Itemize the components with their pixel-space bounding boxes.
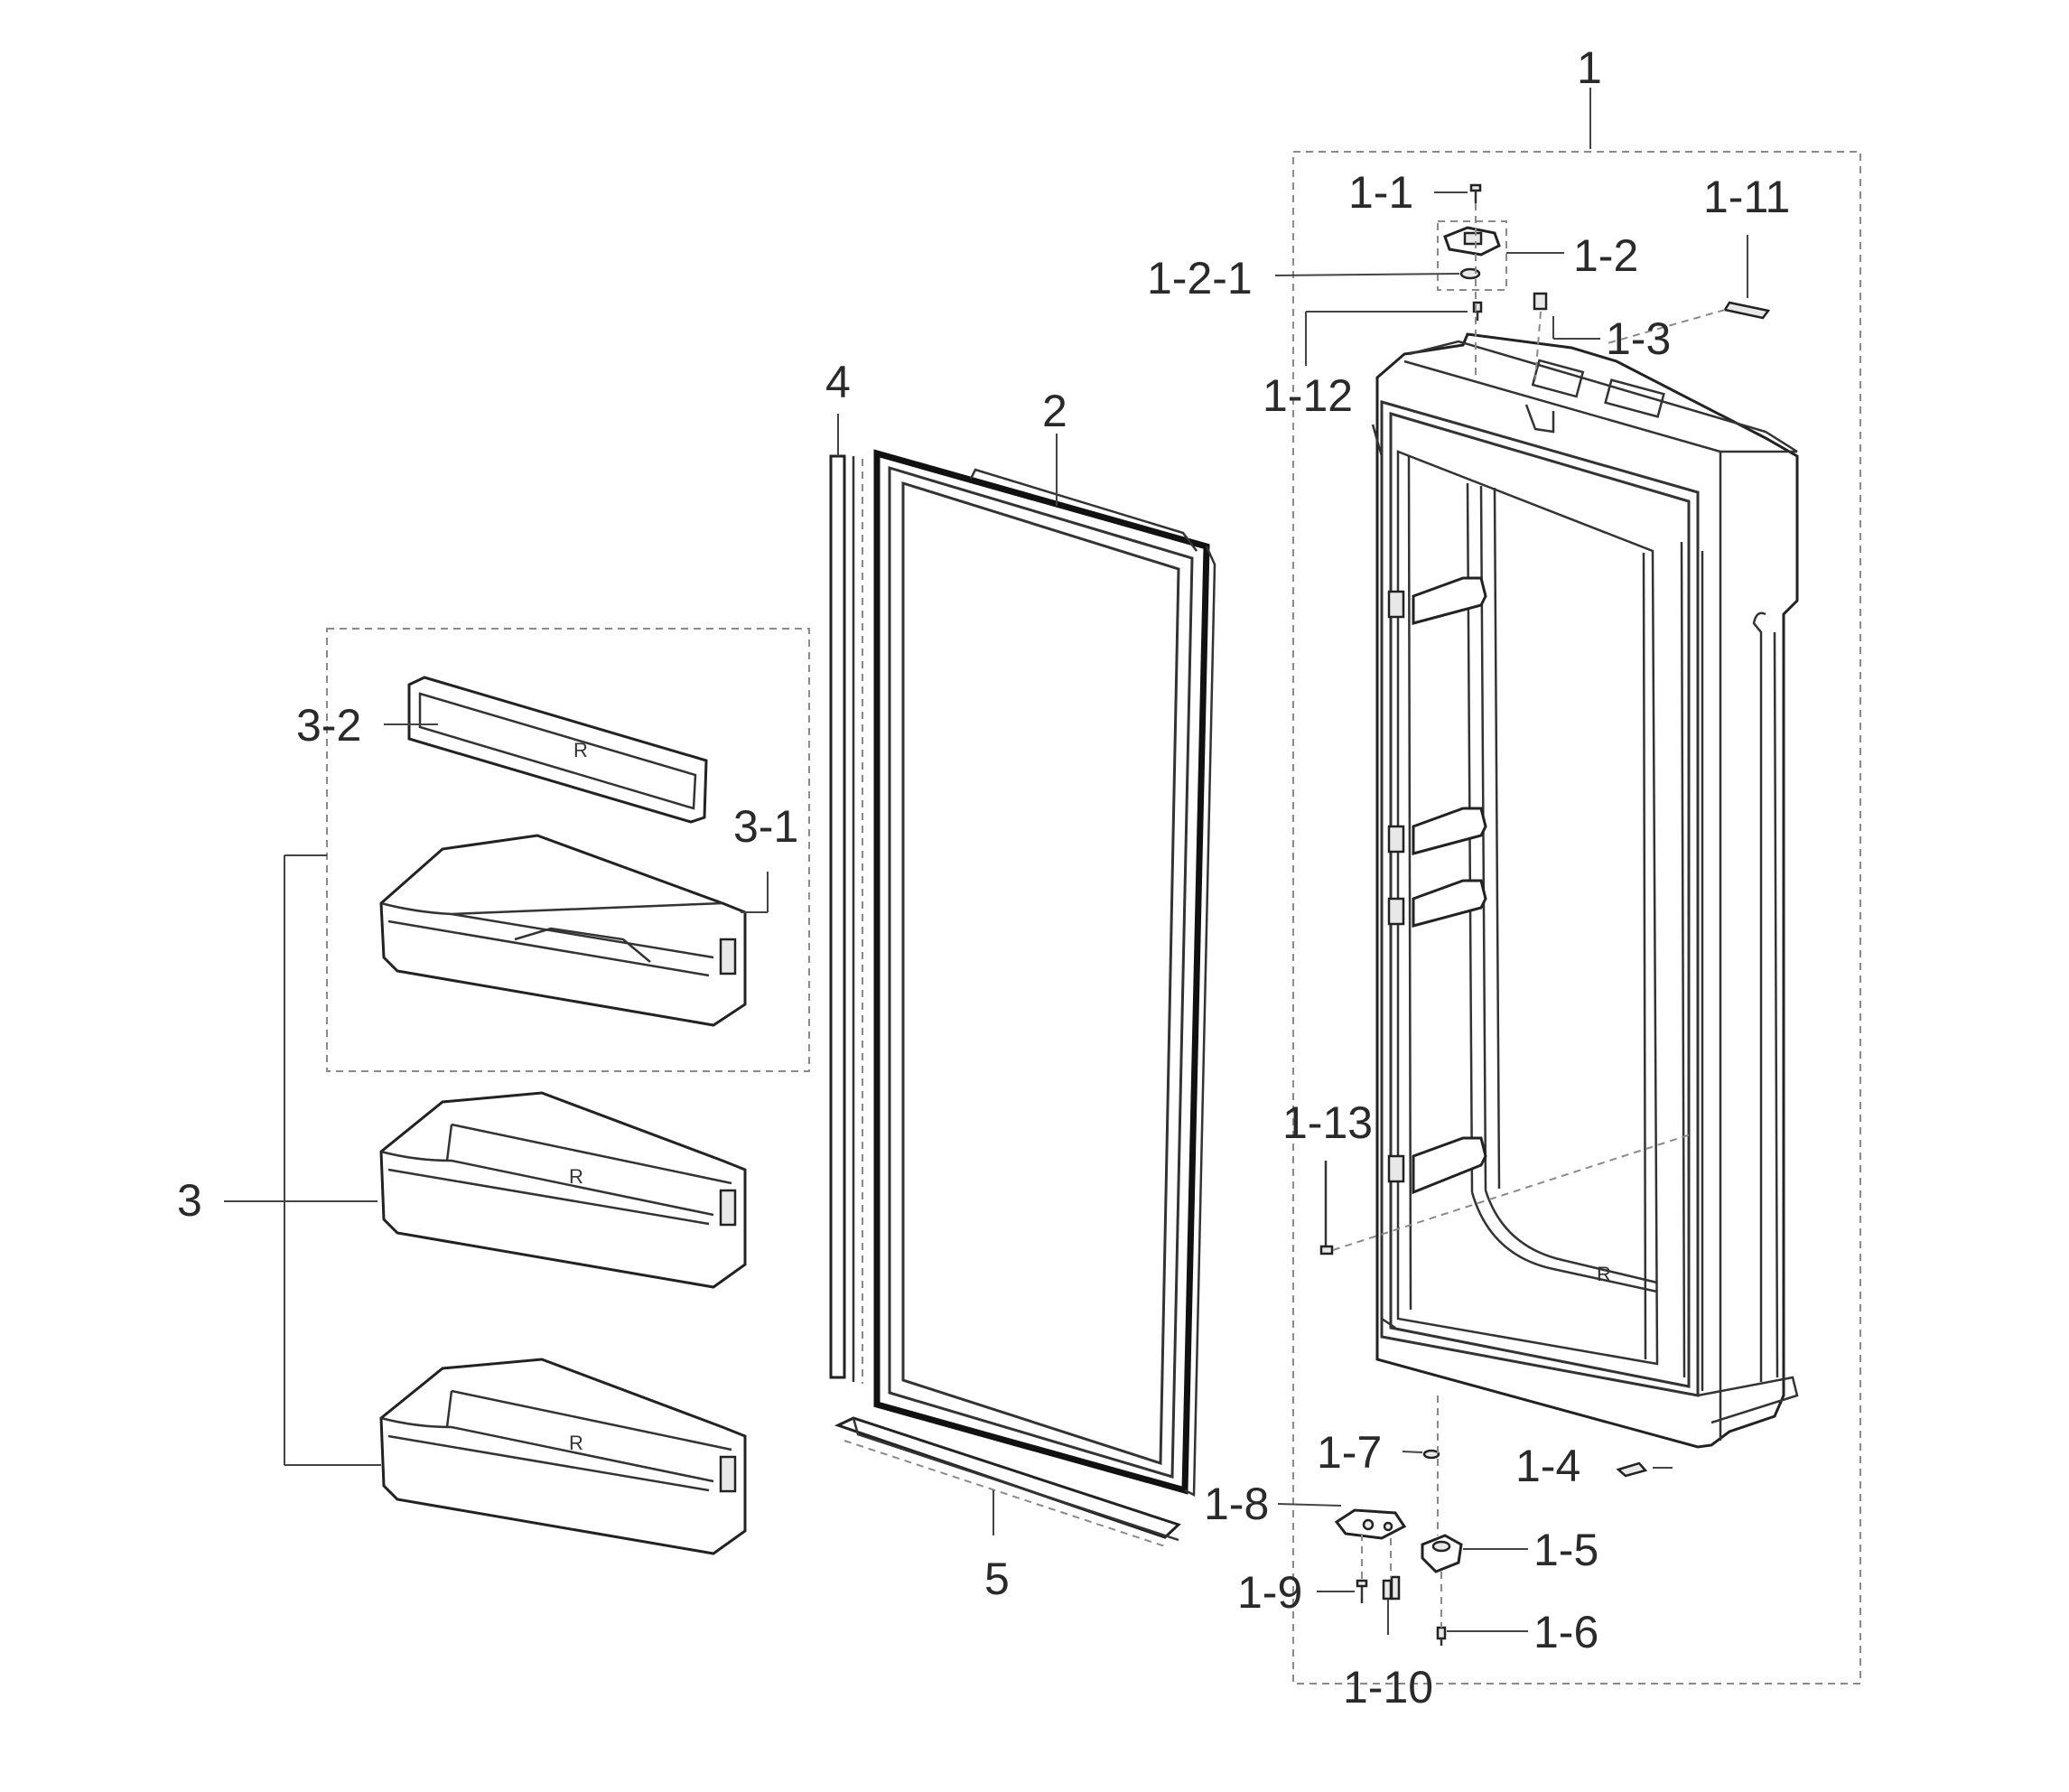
cap-1-3 [1533, 292, 1548, 311]
screw-1-9 [1356, 1579, 1368, 1603]
bin-bottom-r-marking: R [569, 1432, 583, 1454]
callout-1-6: 1-6 [1533, 1607, 1598, 1657]
callout-1-5: 1-5 [1533, 1525, 1598, 1575]
shelf-clip-1 [1387, 576, 1487, 625]
bin-middle-r-marking: R [569, 1165, 583, 1188]
callout-1-2-1: 1-2-1 [1147, 253, 1253, 303]
callout-1-3: 1-3 [1606, 313, 1671, 364]
axis-line-1-11 [1607, 309, 1726, 344]
callout-1-8: 1-8 [1204, 1479, 1269, 1529]
callout-3-2: 3-2 [296, 700, 361, 751]
door-bin-bottom: R [379, 1358, 747, 1555]
bin-cover-r-marking: R [573, 739, 588, 761]
door-r-marking: R [1597, 1263, 1611, 1285]
shelf-clip-4 [1387, 1136, 1487, 1195]
callout-1-4: 1-4 [1515, 1441, 1580, 1491]
callout-3: 3 [177, 1175, 202, 1226]
stopper-1-13 [1319, 1161, 1334, 1255]
callout-1-1: 1-1 [1348, 167, 1413, 218]
door-bin-top [379, 834, 747, 1027]
door-assembly-group-box [1292, 151, 1861, 1685]
callout-2: 2 [1042, 386, 1067, 436]
callout-1-13: 1-13 [1282, 1097, 1373, 1148]
callout-1-9: 1-9 [1237, 1567, 1302, 1618]
pin-1-12 [1472, 301, 1483, 321]
bin-cover-3-2: R [407, 676, 708, 824]
screw-1-6 [1436, 1626, 1447, 1646]
callout-1-12: 1-12 [1263, 370, 1353, 421]
callout-5: 5 [984, 1554, 1010, 1604]
callout-1-10: 1-10 [1343, 1662, 1433, 1713]
cover-1-11 [1722, 301, 1771, 320]
door-bin-middle: R [379, 1091, 747, 1289]
block-1-4 [1616, 1461, 1648, 1478]
axis-line-1-3 [1534, 311, 1542, 380]
callout-1-2: 1-2 [1573, 230, 1638, 281]
hinge-1-2-group-box [1437, 220, 1507, 291]
shelf-clip-2 [1387, 807, 1487, 855]
hinge-1-2 [1443, 226, 1501, 257]
callout-1-7: 1-7 [1317, 1427, 1382, 1478]
hinge-1-5 [1421, 1534, 1463, 1573]
callout-1-11: 1-11 [1703, 172, 1790, 222]
bottom-strip [834, 1416, 1181, 1547]
washer-1-7 [1422, 1449, 1440, 1460]
leader-lines [224, 88, 1748, 1635]
door-gasket [873, 449, 1216, 1498]
bin-3-1-group-box [326, 628, 810, 1072]
hinge-bracket-1-8 [1334, 1508, 1407, 1540]
side-strip [829, 454, 863, 1384]
shelf-clip-3 [1387, 879, 1487, 928]
bolt-1-10 [1382, 1575, 1401, 1601]
callout-3-1: 3-1 [733, 801, 798, 852]
callout-4: 4 [825, 357, 851, 407]
callout-1: 1 [1577, 42, 1602, 93]
screw-1-1 [1469, 183, 1482, 203]
door-assembly: R [1371, 332, 1799, 1449]
